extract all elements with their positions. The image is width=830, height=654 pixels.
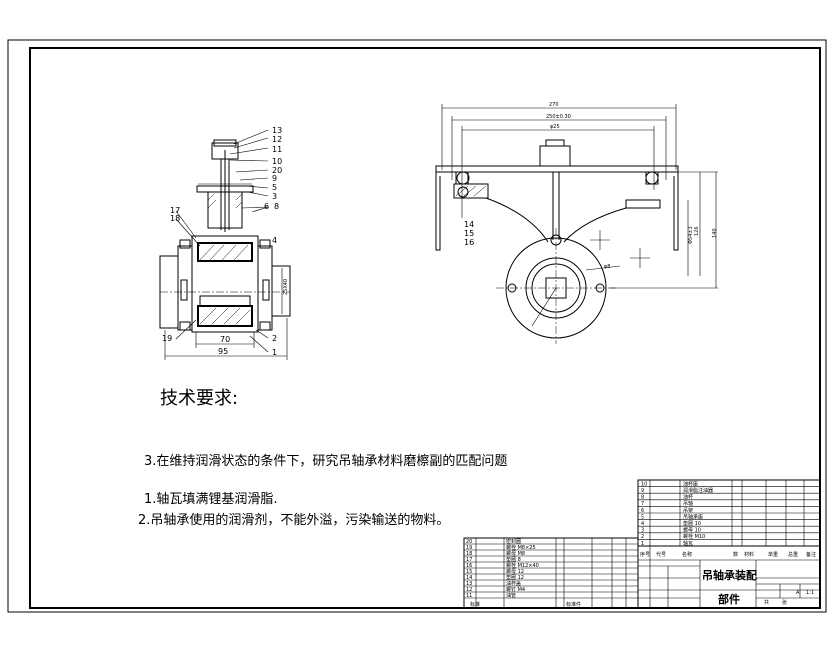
bom-upper-name: 垫圈 10	[683, 520, 701, 527]
bom-upper-name: 油杯	[683, 494, 693, 501]
notes-title: 技术要求:	[160, 388, 238, 409]
bom-lower-index: 19	[466, 545, 472, 551]
bom-lower-name: 油管	[506, 592, 516, 599]
outer-border	[7, 39, 827, 613]
callout-16: 16	[464, 238, 474, 247]
callout-17: 17	[170, 206, 180, 215]
dim-r: φ8	[604, 264, 610, 270]
callout-12: 12	[272, 135, 282, 144]
scale-code-b: 1:1	[806, 590, 814, 596]
bom-upper-name: 螺栓 M10	[683, 533, 705, 540]
callout-19: 19	[162, 334, 172, 343]
bom-upper-index: 2	[641, 534, 644, 540]
bom-upper-index: 7	[641, 501, 644, 507]
callout-2: 2	[272, 334, 277, 343]
bom-upper-index: 4	[641, 521, 644, 527]
title-block-headers: 序号代号 名称 数材料 单重 总重 备注	[640, 551, 816, 558]
drawing-name: 吊轴承装配	[702, 568, 757, 582]
title-block-header: 代号	[656, 551, 666, 558]
callout-14: 14	[464, 220, 474, 229]
bom-lower-name: 垫圈 12	[506, 574, 524, 581]
dim-h2: 126	[694, 226, 700, 236]
dim-h3: Φ54±3	[688, 226, 694, 244]
bom-upper-index: 5	[641, 514, 644, 520]
bom-lower-index: 15	[466, 569, 472, 575]
bom-upper-index: 8	[641, 495, 644, 501]
title-block-header: 材料	[744, 551, 754, 558]
part-label: 部件	[718, 592, 740, 606]
bom-lower-name: 油杯盖	[506, 580, 521, 587]
bom-lower-index: 11	[466, 593, 472, 599]
callout-18: 18	[170, 214, 180, 223]
dim-inner-width: 70	[220, 335, 230, 344]
title-block-header: 备注	[806, 551, 816, 558]
technical-notes: 技术要求: 3.在维持润滑状态的条件下，研究吊轴承材料磨檫副的匹配问题 1.轴瓦…	[138, 388, 507, 528]
callout-8: 8	[274, 202, 279, 211]
bom-lower-footer-b: 标准件	[566, 601, 581, 608]
bom-lower-index: 20	[466, 539, 472, 545]
bom-lower-index: 12	[466, 587, 472, 593]
bom-lower-name: 螺母 12	[506, 568, 524, 575]
bom-lower-index: 14	[466, 575, 472, 581]
right-front-view: 270 250±0.30 φ25	[435, 102, 718, 344]
title-block-header: 名称	[682, 551, 692, 558]
bom-lower-name: 螺栓 M8×25	[506, 544, 536, 551]
bom-lower-name: 密封圈	[506, 538, 521, 545]
callout-20: 20	[272, 166, 282, 175]
callout-1: 1	[272, 348, 277, 357]
dim-mid: 250±0.30	[546, 114, 571, 120]
dim-outer-width: 95	[218, 347, 228, 356]
callout-5: 5	[272, 183, 277, 192]
bom-lower-name: 螺钉 M4	[506, 586, 525, 593]
note-2: 2.吊轴承使用的润滑剂，不能外溢，污染输送的物料。	[138, 512, 449, 528]
dim-side: 25X40	[283, 279, 289, 295]
bom-upper-index: 10	[641, 481, 647, 487]
callout-3: 3	[272, 192, 277, 201]
bom-upper-name: 吊轴承座	[683, 513, 703, 520]
callout-6: 6	[264, 202, 269, 211]
bom-upper-name: 吊架	[683, 508, 693, 514]
bom-lower-footer-a: 标准	[470, 601, 480, 608]
title-block-header: 单重	[768, 551, 778, 558]
title-block-header: 总重	[788, 551, 798, 558]
dim-top: 270	[549, 102, 559, 108]
title-block-header: 数	[733, 551, 738, 558]
dim-h1: 140	[712, 228, 718, 238]
bom-upper-index: 9	[641, 488, 644, 494]
bom-lower-name: 螺栓 M12×40	[506, 562, 539, 569]
bom-upper: 10 油杯座 9 润滑脂注油器 8 油杯 7 吊轴 6 吊架 5 吊轴承座 4 垫圈 10 3 螺母 10 2 螺…	[637, 479, 821, 547]
inner-border	[29, 47, 821, 609]
note-3: 3.在维持润滑状态的条件下，研究吊轴承材料磨檫副的匹配问题	[144, 453, 507, 469]
callout-9: 9	[272, 174, 277, 183]
scale-code-a: A	[796, 590, 800, 596]
bom-lower-name: 垫圈 8	[506, 556, 521, 563]
note-1: 1.轴瓦填满锂基润滑脂.	[144, 492, 278, 507]
bom-lower-name: 螺母 M8	[506, 550, 525, 557]
bom-lower-index: 16	[466, 563, 472, 569]
callout-15: 15	[464, 229, 474, 238]
bom-upper-name: 吊轴	[683, 500, 693, 507]
bom-upper-name: 润滑脂注油器	[683, 487, 713, 494]
bom-upper-index: 6	[641, 508, 644, 514]
bom-upper-name: 轴瓦	[683, 540, 693, 547]
callout-13: 13	[272, 126, 282, 135]
title-block: 序号代号 名称 数材料 单重 总重 备注 吊轴承装配 部件 共 张 A 1:1	[637, 545, 821, 609]
bom-upper-index: 1	[641, 541, 644, 547]
title-block-header: 序号	[640, 551, 650, 558]
dim-inner: φ25	[550, 124, 560, 130]
bom-lower: 20 密封圈 19 螺栓 M8×25 18 螺母 M8 17 垫圈 8 16 螺栓 M12×40 1…	[463, 537, 639, 609]
callout-4: 4	[272, 236, 277, 245]
bom-lower-index: 17	[466, 557, 472, 563]
callout-10: 10	[272, 157, 282, 166]
left-section-view: 70 95 25X40 13 12 11 10 20 9 5 3 6 8 4 2…	[159, 126, 291, 360]
callout-11: 11	[272, 145, 282, 154]
bom-lower-index: 18	[466, 551, 472, 557]
scale-sheet-b: 张	[782, 599, 787, 606]
bom-upper-index: 3	[641, 528, 644, 534]
scale-sheet-a: 共	[764, 599, 769, 606]
bom-upper-name: 油杯座	[683, 480, 698, 487]
bom-upper-name: 螺母 10	[683, 527, 701, 534]
bom-lower-index: 13	[466, 581, 472, 587]
